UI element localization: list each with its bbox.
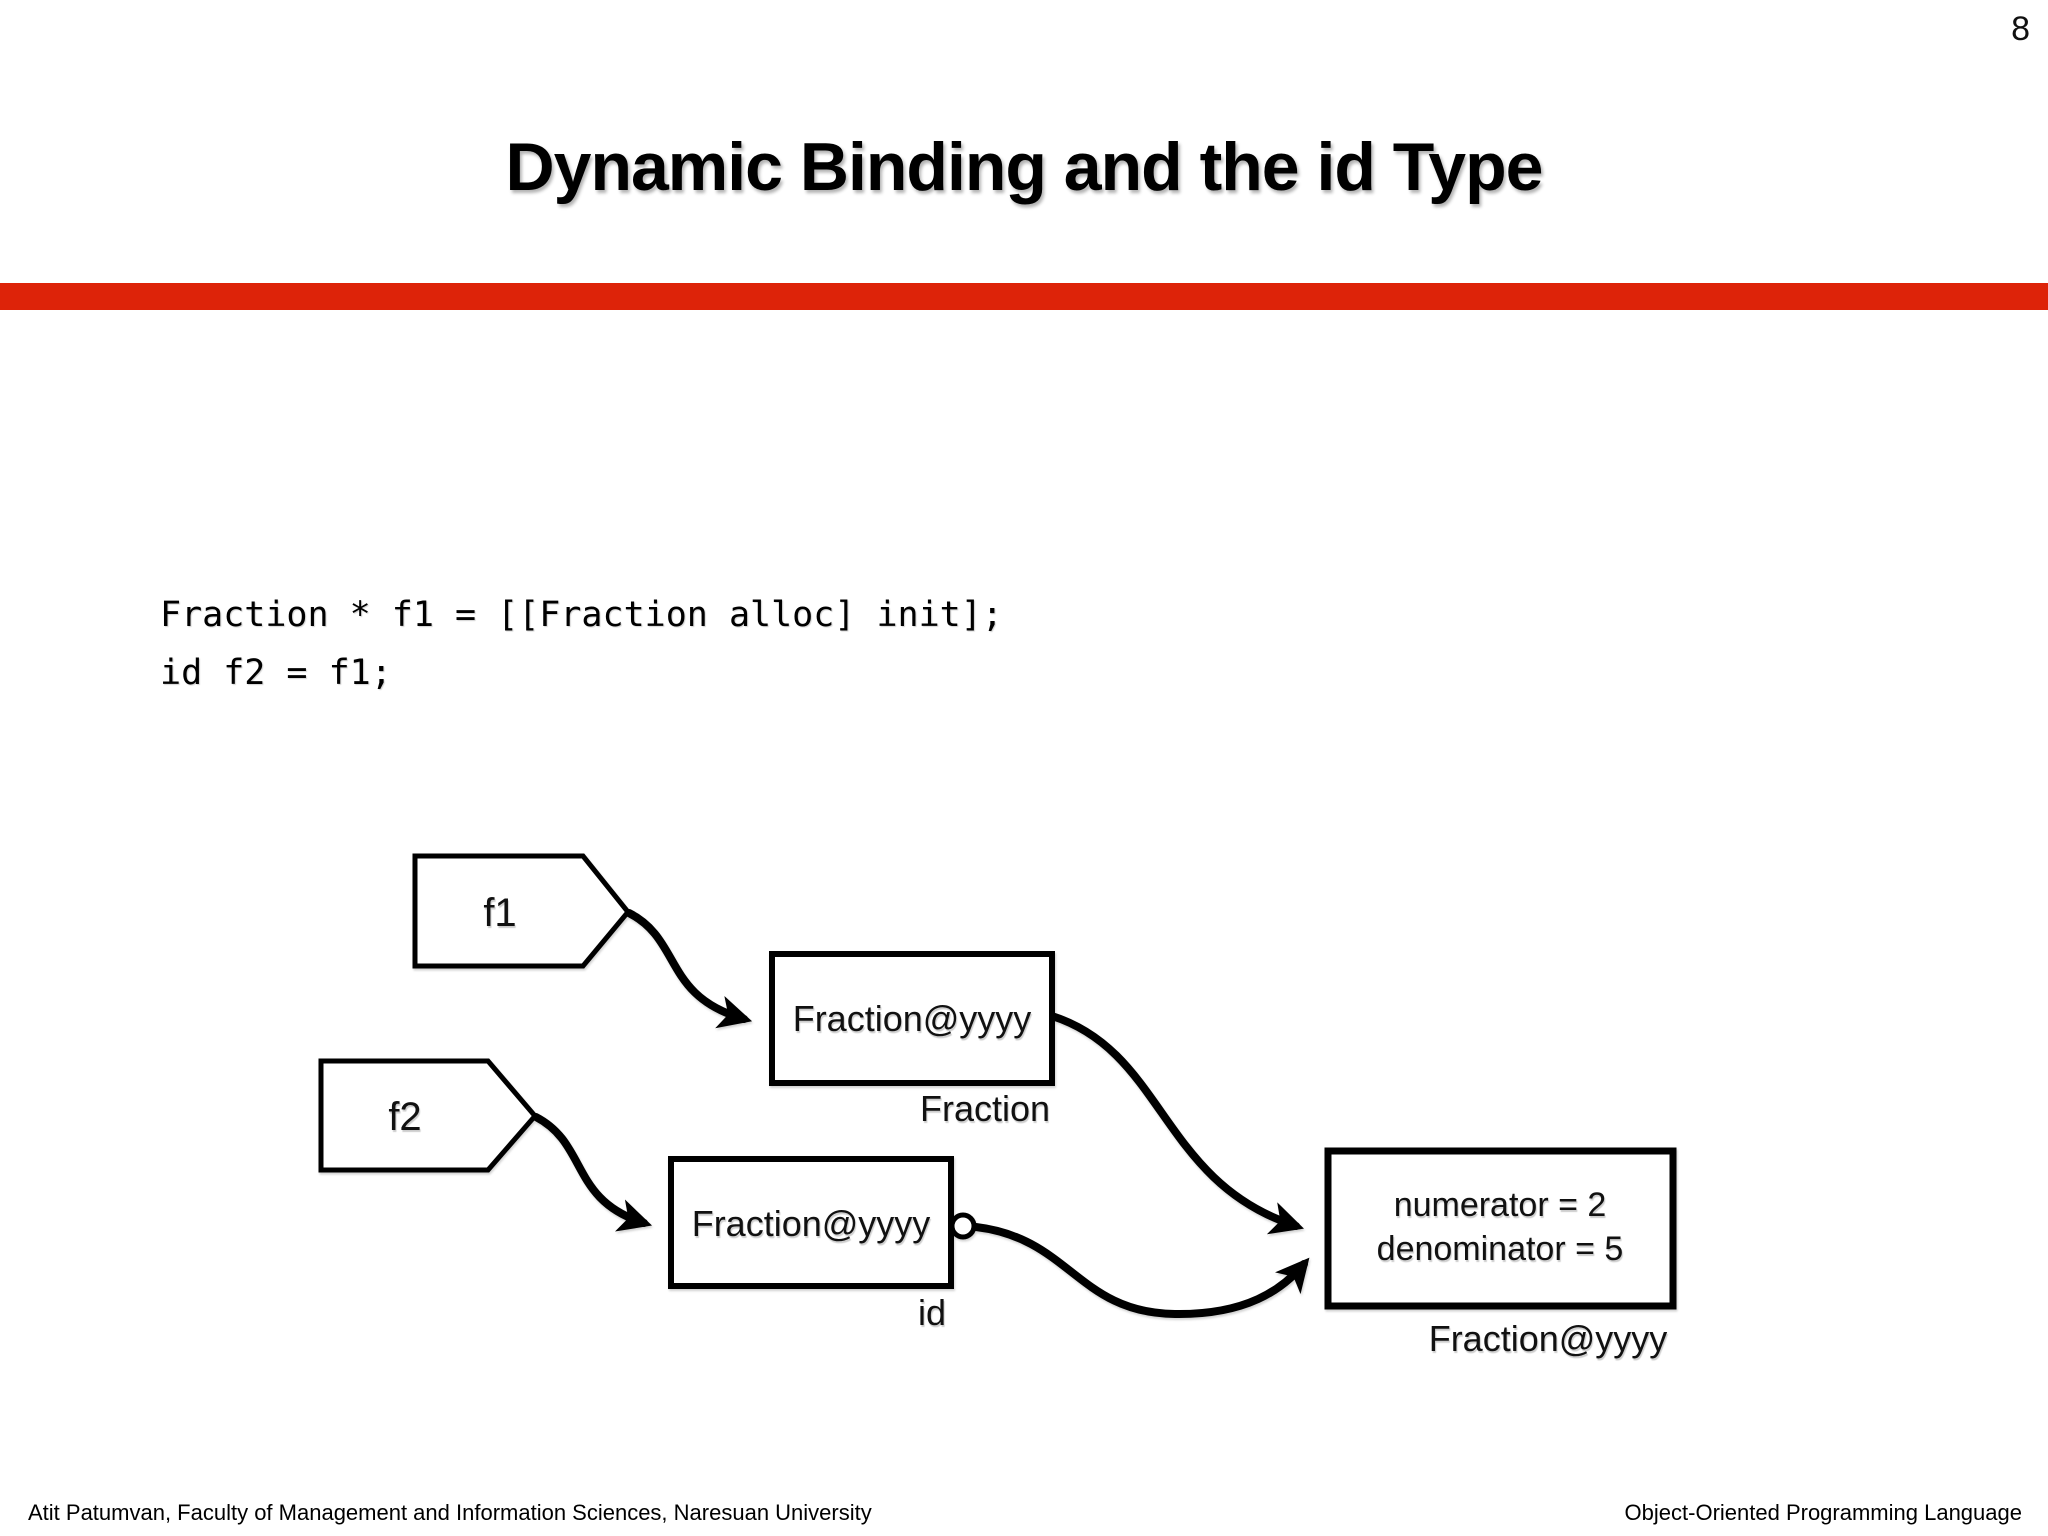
- id-box-value: Fraction@yyyy: [692, 1203, 931, 1244]
- object-box: [1324, 1147, 1677, 1310]
- fraction-box-value: Fraction@yyyy: [793, 998, 1032, 1039]
- slide-title: Dynamic Binding and the id Type: [505, 129, 1544, 205]
- object-box-numerator: numerator = 2: [1394, 1186, 1607, 1224]
- footer-course: Object-Oriented Programming Language: [1624, 1500, 2022, 1525]
- arrow-fraction-box-to-object-box: [1048, 1012, 1304, 1235]
- fraction-box: [769, 951, 1055, 1086]
- footer-author: Atit Patumvan, Faculty of Management and…: [28, 1500, 872, 1525]
- object-box-denominator: denominator = 5: [1377, 1230, 1624, 1268]
- page-number: 8: [2011, 10, 2030, 48]
- id-box-port-circle: [949, 1212, 977, 1240]
- arrow-f1-to-fraction-box: [625, 909, 753, 1029]
- arrow-f2-to-id-box: [532, 1113, 653, 1232]
- id-box-type-label: id: [918, 1292, 946, 1333]
- pointer-f1-label: f1: [483, 891, 516, 935]
- code-line-1: Fraction * f1 = [[Fraction alloc] init];: [160, 595, 1003, 635]
- fraction-box-type-label: Fraction: [920, 1088, 1050, 1129]
- pointer-tag-f2: [318, 1058, 539, 1173]
- code-line-2: id f2 = f1;: [160, 653, 392, 693]
- pointer-tag-f1: [412, 853, 632, 969]
- arrow-id-box-to-object-box: [972, 1223, 1310, 1319]
- object-box-label: Fraction@yyyy: [1429, 1318, 1668, 1359]
- pointer-f2-label: f2: [388, 1095, 421, 1139]
- accent-divider-bar: [0, 283, 2048, 310]
- id-box: [668, 1156, 954, 1289]
- code-block: Fraction * f1 = [[Fraction alloc] init];…: [160, 586, 1003, 702]
